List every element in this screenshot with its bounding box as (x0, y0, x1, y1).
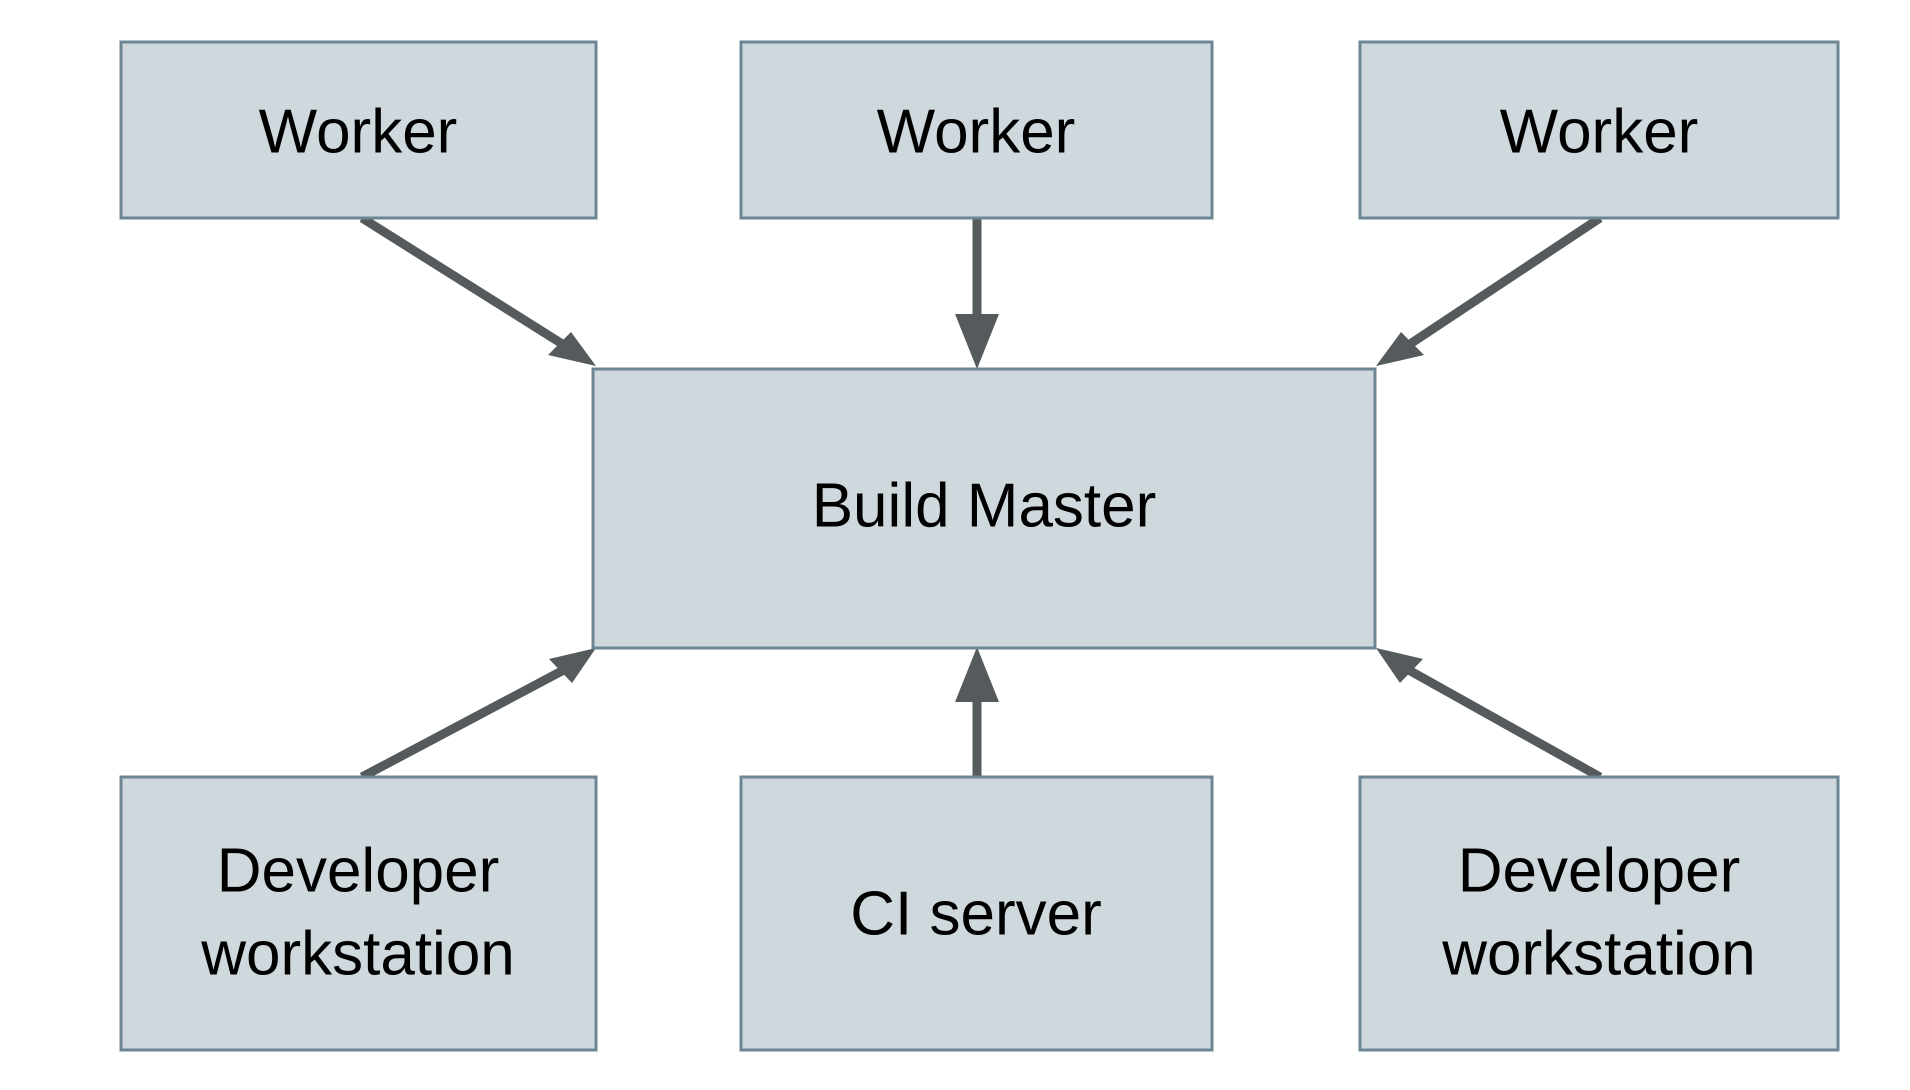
node-dev-right-label-line1: Developer (1458, 836, 1741, 905)
node-dev-right-label-line2: workstation (1441, 919, 1756, 988)
edge-worker-left-to-master (359, 214, 596, 366)
node-dev-left-label-line2: workstation (200, 919, 515, 988)
edge-dev-left-to-master-line (359, 660, 578, 781)
node-dev-left[interactable]: Developer workstation (119, 775, 598, 1052)
edge-dev-right-to-master (1376, 648, 1603, 781)
edge-worker-right-to-master-line (1395, 214, 1603, 356)
node-worker-center-box[interactable] (739, 40, 1214, 220)
node-worker-left-box[interactable] (119, 40, 598, 220)
node-dev-right-box[interactable] (1358, 775, 1840, 1052)
node-ci-server-box[interactable] (739, 775, 1214, 1052)
edge-worker-left-to-master-line (359, 214, 578, 356)
edge-worker-left-to-master-arrowhead (548, 332, 596, 366)
node-worker-center[interactable]: Worker (739, 40, 1214, 220)
node-worker-center-label: Worker (877, 97, 1076, 166)
node-ci-server[interactable]: CI server (739, 775, 1214, 1052)
edge-worker-right-to-master-arrowhead (1376, 332, 1424, 366)
node-worker-right-box[interactable] (1358, 40, 1840, 220)
node-dev-left-label-line1: Developer (217, 836, 500, 905)
node-dev-right[interactable]: Developer workstation (1358, 775, 1840, 1052)
node-worker-left-label: Worker (259, 97, 458, 166)
edge-dev-left-to-master-arrowhead (549, 648, 596, 683)
edge-ci-server-to-master (955, 647, 999, 777)
node-worker-right[interactable]: Worker (1358, 40, 1840, 220)
node-build-master[interactable]: Build Master (591, 367, 1377, 650)
node-worker-left[interactable]: Worker (119, 40, 598, 220)
edge-ci-server-to-master-arrowhead (955, 647, 999, 702)
edge-worker-center-to-master-arrowhead (955, 314, 999, 369)
edge-worker-right-to-master (1376, 214, 1603, 366)
node-dev-left-box[interactable] (119, 775, 598, 1052)
edge-worker-center-to-master (955, 218, 999, 369)
node-build-master-label: Build Master (812, 471, 1157, 540)
edge-dev-right-to-master-line (1395, 660, 1603, 781)
node-build-master-box[interactable] (591, 367, 1377, 650)
edge-dev-left-to-master (359, 648, 596, 781)
node-ci-server-label: CI server (850, 879, 1101, 948)
node-worker-right-label: Worker (1500, 97, 1699, 166)
edge-dev-right-to-master-arrowhead (1376, 648, 1423, 683)
